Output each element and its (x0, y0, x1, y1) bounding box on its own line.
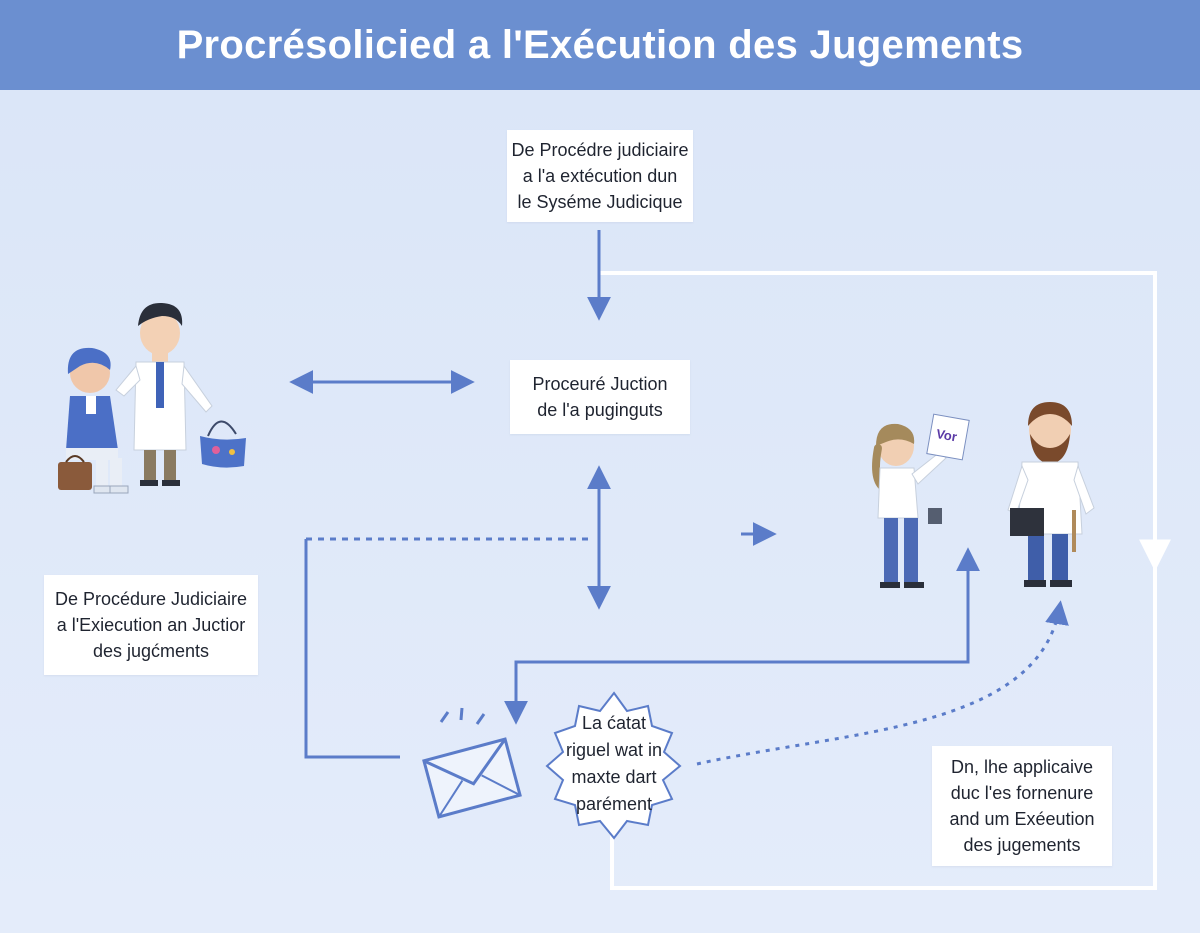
dotted-curve-connector (696, 600, 1069, 766)
box-bottom-right: Dn, lhe applicaive duc l'es fornenure an… (932, 746, 1112, 866)
box-left-line-2: a l'Exiecution an Juctior (56, 615, 246, 635)
box-bottom-right-line-3: and um Exéeution (949, 809, 1095, 829)
diagram-canvas: Vor De Procédre judiciaire a l'a extécut… (0, 90, 1200, 933)
burst-label: La ćatat riguel wat in maxte dart paréme… (548, 710, 680, 818)
diagram-connectors: Vor (58, 230, 1171, 890)
solid-bracket-connector (304, 539, 400, 759)
box-top-line-1: De Procédre judiciaire (511, 140, 689, 160)
burst-line-4: parément (575, 794, 653, 814)
woman-holding-document-illustration: Vor (872, 413, 970, 588)
document-sign-text: Vor (935, 426, 958, 444)
box-bottom-right-line-4: des jugements (963, 835, 1081, 855)
title-banner: Procrésolicied a l'Exécution des Jugemen… (0, 0, 1200, 90)
burst-line-1: La ćatat (581, 713, 647, 733)
box-top-line-3: le Syséme Judicique (517, 192, 683, 212)
box-bottom-right-line-1: Dn, lhe applicaive (950, 757, 1094, 777)
box-top: De Procédre judiciaire a l'a extécution … (507, 130, 693, 222)
bottom-loop-connector (610, 560, 1157, 890)
client-and-doctor-illustration (58, 302, 246, 494)
burst-shape (545, 691, 682, 840)
box-center: Proceuré Juction de l'a puginguts (510, 360, 690, 434)
burst-line-3: maxte dart (571, 767, 657, 787)
box-top-line-2: a l'a extécution dun (522, 166, 678, 186)
burst-line-2: riguel wat in (565, 740, 663, 760)
outer-loop-connector (600, 271, 1157, 560)
arrow-people-to-envelope (504, 560, 970, 725)
box-left-line-1: De Procédure Judiciaire (54, 589, 248, 609)
box-bottom-right-line-2: duc l'es fornenure (950, 783, 1094, 803)
box-center-line-1: Proceuré Juction (532, 374, 668, 394)
envelope-icon (422, 707, 522, 819)
box-left: De Procédure Judiciaire a l'Exiecution a… (44, 575, 258, 675)
box-center-line-2: de l'a puginguts (537, 400, 663, 420)
box-left-line-3: des jugćments (92, 641, 210, 661)
bearded-man-illustration (1007, 402, 1095, 587)
page-title: Procrésolicied a l'Exécution des Jugemen… (176, 22, 1024, 67)
